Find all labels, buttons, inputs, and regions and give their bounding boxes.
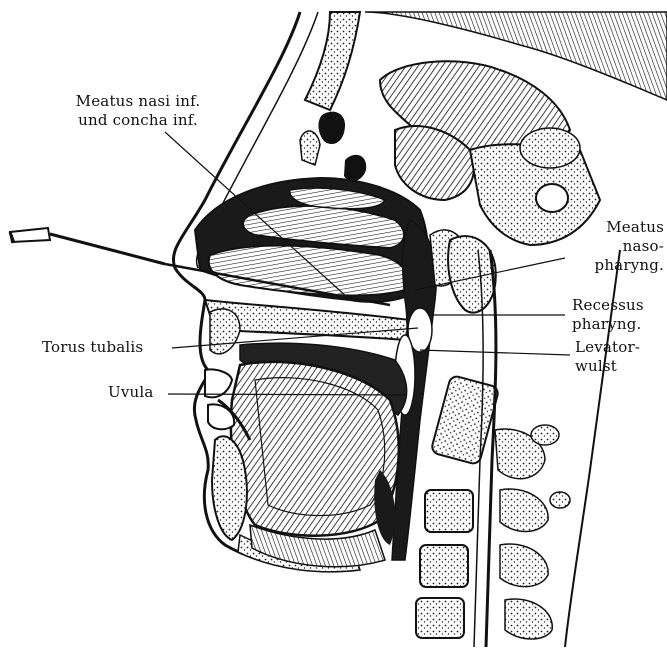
label-line: pharyng. bbox=[572, 315, 664, 334]
label-line: Meatus bbox=[560, 218, 664, 237]
label-line: Meatus nasi inf. bbox=[38, 92, 238, 111]
label-meatus-nasi-inf: Meatus nasi inf. und concha inf. bbox=[38, 92, 238, 130]
label-line: Torus tubalis bbox=[42, 338, 143, 357]
label-line: wulst bbox=[575, 357, 665, 376]
label-meatus-nasopharyng: Meatus naso- pharyng. bbox=[560, 218, 664, 275]
label-line: und concha inf. bbox=[38, 111, 238, 130]
label-line: Levator- bbox=[575, 338, 665, 357]
label-levatorwulst: Levator- wulst bbox=[575, 338, 665, 376]
label-line: Recessus bbox=[572, 296, 664, 315]
label-line: naso- bbox=[560, 237, 664, 256]
label-line: Uvula bbox=[108, 383, 154, 402]
label-recessus-pharyng: Recessus pharyng. bbox=[572, 296, 664, 334]
label-line: pharyng. bbox=[560, 256, 664, 275]
label-uvula: Uvula bbox=[108, 383, 154, 402]
label-torus-tubalis: Torus tubalis bbox=[42, 338, 143, 357]
